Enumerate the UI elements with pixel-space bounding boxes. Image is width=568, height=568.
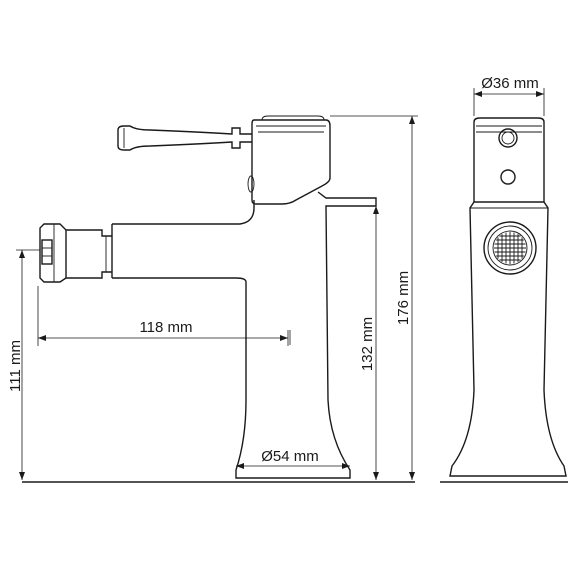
spout-nozzle (39, 223, 67, 283)
front-body (449, 201, 567, 477)
total-height-label: 176 mm (395, 271, 412, 325)
dimension-base-diameter: Ø54 mm (236, 448, 350, 469)
lever-end-icon (498, 128, 518, 148)
dimension-spout-height: 111 mm (7, 249, 40, 480)
front-view (440, 117, 568, 483)
lever-handle (117, 125, 252, 151)
mixer-body (112, 191, 377, 479)
base-diameter-label: Ø54 mm (261, 448, 319, 465)
set-screw-icon (247, 175, 255, 193)
front-head (473, 117, 545, 203)
spout-swivel (65, 229, 112, 279)
dimension-total-height: 176 mm (330, 115, 418, 480)
cartridge-housing (251, 119, 331, 205)
dimension-body-height: 132 mm (359, 206, 379, 480)
cap-top (261, 115, 325, 121)
screw-hole-icon (500, 169, 516, 185)
dimension-top-diameter: Ø36 mm (473, 75, 545, 116)
nozzle-outlet (41, 239, 53, 265)
dimension-reach: 118 mm (37, 286, 289, 346)
reach-label: 118 mm (139, 319, 192, 336)
top-diameter-label: Ø36 mm (481, 75, 539, 92)
body-height-label: 132 mm (359, 317, 376, 371)
aerator-icon (483, 221, 537, 275)
side-view (22, 115, 415, 483)
spout-height-label: 111 mm (7, 340, 24, 392)
